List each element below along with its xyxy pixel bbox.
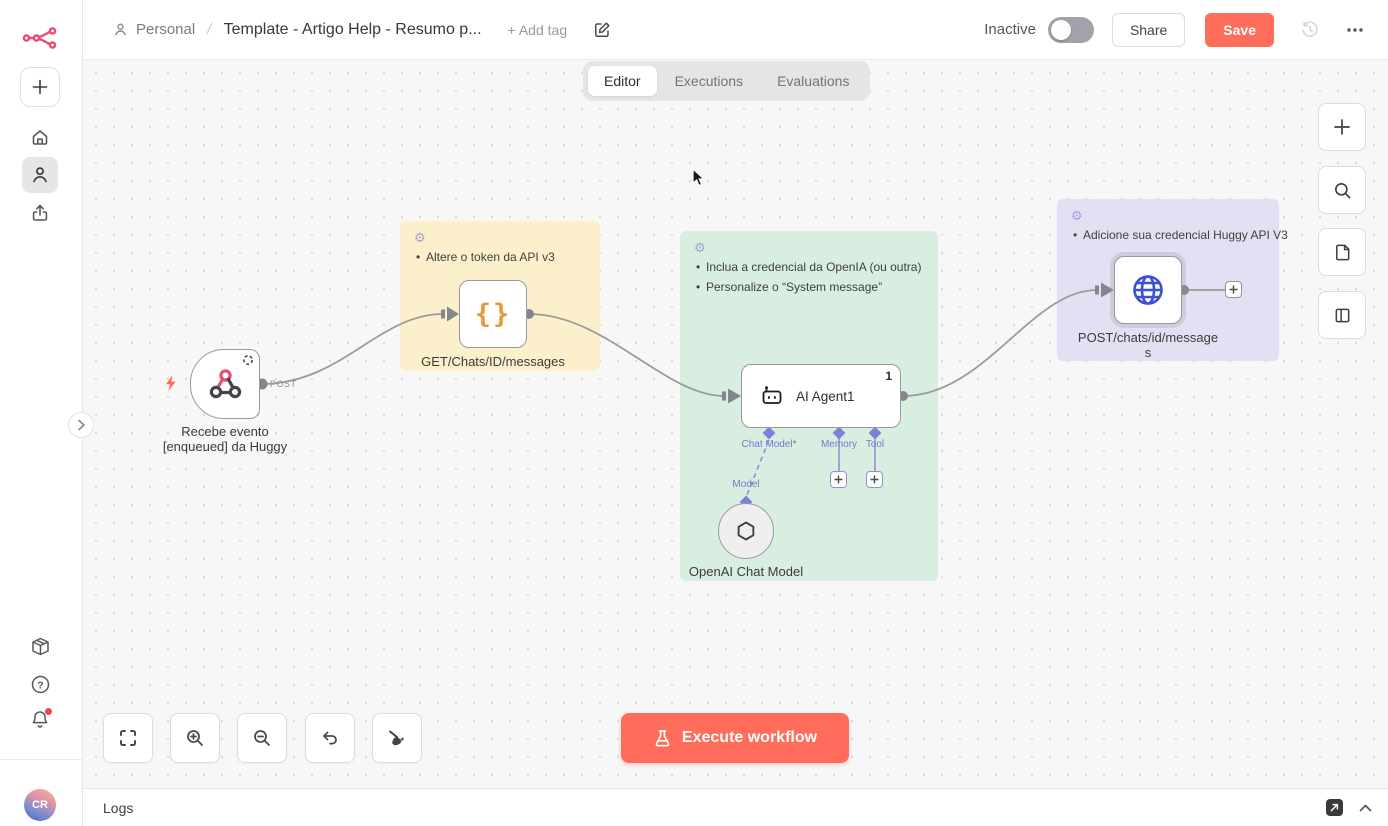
breadcrumb-separator: / — [205, 20, 214, 38]
workflow-title[interactable]: Template - Artigo Help - Resumo p... — [223, 20, 482, 38]
tab-evaluations[interactable]: Evaluations — [777, 73, 850, 89]
workflow-canvas[interactable]: ⚙ Altere o token da API v3 ⚙ Inclua a cr… — [83, 0, 1388, 788]
sidebar-item-help[interactable]: ? — [22, 666, 58, 702]
logs-panel-bar[interactable]: Logs — [83, 788, 1388, 826]
app-sidebar: ? CR — [0, 0, 83, 826]
execute-workflow-button[interactable]: Execute workflow — [621, 713, 849, 763]
sidebar-item-notifications[interactable] — [22, 702, 58, 738]
view-tabs: Editor Executions Evaluations — [583, 61, 871, 101]
flask-icon — [653, 729, 672, 748]
node-openai-chat-model[interactable] — [718, 503, 774, 559]
search-button[interactable] — [1318, 166, 1366, 214]
svg-text:?: ? — [37, 679, 43, 691]
sidebar-item-home[interactable] — [22, 119, 58, 155]
person-icon — [30, 165, 50, 185]
sticky-note-button[interactable] — [1318, 228, 1366, 276]
robot-icon — [760, 385, 784, 407]
tool-port-label: Tool — [865, 439, 885, 450]
webhook-output-port-label: POST — [270, 379, 297, 389]
home-icon — [30, 127, 50, 147]
items-count-badge: 1 — [885, 369, 892, 383]
add-node-button[interactable] — [1318, 103, 1366, 151]
person-icon — [113, 22, 128, 37]
add-memory-button[interactable] — [830, 471, 847, 488]
sidebar-item-templates[interactable] — [22, 628, 58, 664]
sidebar-collapse-button[interactable] — [68, 412, 94, 438]
tab-executions[interactable]: Executions — [674, 73, 744, 89]
toggle-knob — [1050, 19, 1071, 40]
tidy-up-button[interactable] — [372, 713, 422, 763]
note-bullet: Personalize o “System message” — [694, 279, 924, 295]
more-options-button[interactable] — [1346, 27, 1364, 33]
share-button[interactable]: Share — [1111, 12, 1186, 47]
add-tool-button[interactable] — [866, 471, 883, 488]
history-icon — [1300, 20, 1320, 40]
sidebar-item-shared[interactable] — [22, 195, 58, 231]
undo-button[interactable] — [305, 713, 355, 763]
sidebar-item-personal[interactable] — [22, 157, 58, 193]
active-toggle[interactable] — [1047, 16, 1094, 43]
openai-node-label: OpenAI Chat Model — [688, 564, 804, 579]
openai-logo-icon — [732, 517, 760, 545]
add-next-node-button[interactable] — [1225, 281, 1242, 298]
header-bar: Personal / Template - Artigo Help - Resu… — [83, 0, 1388, 60]
help-icon: ? — [30, 674, 51, 695]
agent-node-title: AI Agent1 — [796, 388, 855, 404]
code-braces-icon: {} — [474, 298, 512, 330]
n8n-logo[interactable] — [22, 26, 59, 50]
node-webhook-trigger[interactable] — [190, 349, 260, 419]
package-icon — [30, 636, 51, 657]
toggle-panel-button[interactable] — [1318, 291, 1366, 339]
zoom-in-button[interactable] — [170, 713, 220, 763]
zoom-out-button[interactable] — [237, 713, 287, 763]
activation-status-label: Inactive — [984, 21, 1036, 38]
tab-editor[interactable]: Editor — [588, 66, 657, 96]
sidebar-divider — [0, 759, 83, 760]
node-http-post[interactable] — [1114, 256, 1182, 324]
note-bullet: Inclua a credencial da OpenIA (ou outra) — [694, 259, 924, 275]
node-http-get[interactable]: {} — [459, 280, 527, 348]
create-workflow-button[interactable] — [20, 67, 60, 107]
get-node-label: GET/Chats/ID/messages — [421, 354, 565, 369]
trigger-bolt-icon — [163, 374, 179, 392]
notification-dot — [45, 708, 52, 715]
execute-workflow-label: Execute workflow — [681, 729, 818, 746]
post-node-label: POST/chats/id/message s — [1077, 330, 1219, 360]
model-port-label: Model — [732, 479, 760, 490]
logs-title: Logs — [103, 799, 134, 816]
chat-model-port-label: Chat Model* — [741, 439, 797, 450]
save-button[interactable]: Save — [1205, 12, 1274, 47]
avatar-initials: CR — [32, 799, 48, 811]
user-avatar[interactable]: CR — [24, 789, 56, 821]
sync-icon — [242, 354, 254, 366]
webhook-node-label: Recebe evento [enqueued] da Huggy — [162, 424, 288, 454]
webhook-icon — [206, 366, 244, 402]
globe-icon — [1128, 270, 1168, 310]
note-bullet: Altere o token da API v3 — [414, 249, 586, 265]
gear-icon: ⚙ — [1071, 208, 1083, 223]
share-upload-icon — [30, 203, 50, 223]
gear-icon: ⚙ — [694, 240, 706, 255]
gear-icon: ⚙ — [414, 230, 426, 245]
breadcrumb: Personal / Template - Artigo Help - Resu… — [113, 21, 482, 39]
node-ai-agent[interactable]: AI Agent1 1 — [741, 364, 901, 428]
fit-view-button[interactable] — [103, 713, 153, 763]
breadcrumb-project[interactable]: Personal — [136, 21, 196, 38]
bell-icon — [29, 708, 52, 731]
expand-logs-icon[interactable] — [1359, 804, 1372, 812]
logs-actions — [1326, 799, 1372, 816]
add-tag-button[interactable]: + Add tag — [507, 21, 568, 38]
mouse-cursor — [692, 168, 707, 188]
note-bullet: Adicione sua credencial Huggy API V3 — [1071, 227, 1288, 243]
header-actions: Inactive Share Save — [984, 12, 1364, 47]
edit-note-icon[interactable] — [593, 21, 611, 39]
popout-icon[interactable] — [1326, 799, 1343, 816]
